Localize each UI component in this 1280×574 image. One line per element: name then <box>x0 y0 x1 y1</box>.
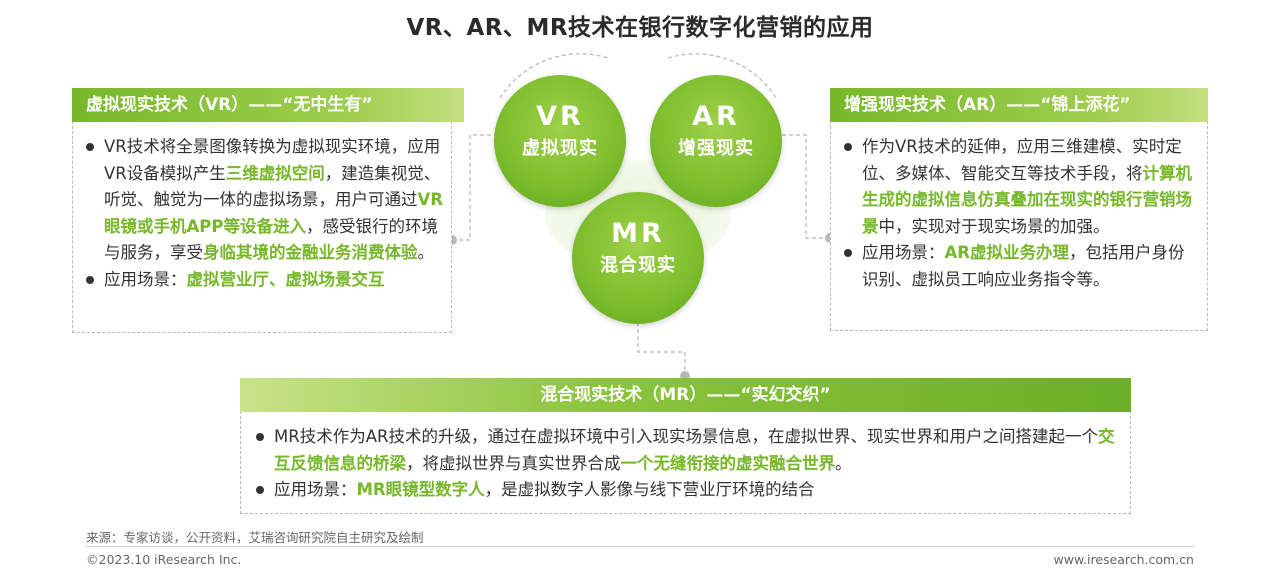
mr-panel-content: MR技术作为AR技术的升级，通过在虚拟环境中引入现实场景信息，在虚拟世界、现实世… <box>256 424 1122 504</box>
highlight-text: VR眼镜或手机APP等设备进入 <box>104 190 443 236</box>
mr-panel <box>240 411 1131 514</box>
body-text: ，建造集视觉、听觉、触觉为一体的虚拟场景，用户可通过 <box>104 163 441 210</box>
highlight-text: 交互反馈信息的桥梁 <box>274 427 1115 473</box>
ar-arc <box>667 53 777 99</box>
mr-circle-abbr: MR <box>611 218 665 249</box>
mr-circle: MR 混合现实 <box>572 192 704 324</box>
mr-bullet-1: MR技术作为AR技术的升级，通过在虚拟环境中引入现实场景信息，在虚拟世界、现实世… <box>256 424 1122 477</box>
source-note: 来源：专家访谈，公开资料，艾瑞咨询研究院自主研究及绘制 <box>86 530 424 545</box>
highlight-text: 一个无缝衔接的虚实融合世界 <box>620 453 836 473</box>
vr-connector <box>452 134 500 241</box>
body-text: ，将虚拟世界与真实世界合成 <box>406 453 621 473</box>
ar-circle-name: 增强现实 <box>678 138 754 159</box>
body-text: 中，实现对于现实场景的加强。 <box>878 216 1110 236</box>
ar-circle: AR 增强现实 <box>650 75 782 207</box>
copyright: ©2023.10 iResearch Inc. <box>86 552 242 567</box>
mr-bullet-2: 应用场景：MR眼镜型数字人，是虚拟数字人影像与线下营业厅环境的结合 <box>256 477 1122 504</box>
vr-circle-abbr: VR <box>536 101 584 132</box>
highlight-text: 虚拟营业厅、虚拟场景交互 <box>186 269 385 289</box>
ar-bullet-2: 应用场景：AR虚拟业务办理，包括用户身份识别、虚拟员工响应业务指令等。 <box>844 240 1196 293</box>
body-text: ，是虚拟数字人影像与线下营业厅环境的结合 <box>484 480 815 499</box>
vr-bullet-1: VR技术将全景图像转换为虚拟现实环境，应用VR设备模拟产生三维虚拟空间，建造集视… <box>86 134 448 267</box>
body-text: ，包括用户身份识别、虚拟员工响应业务指令等。 <box>862 243 1185 289</box>
highlight-text: 三维虚拟空间 <box>225 163 325 183</box>
body-text: 应用场景： <box>274 480 357 499</box>
ar-panel-header: 增强现实技术（AR）——“锦上添花” <box>830 88 1208 122</box>
highlight-text: 计算机生成的虚拟信息仿真叠加在现实的银行营销场景 <box>862 163 1192 236</box>
vr-arc <box>499 53 609 99</box>
vr-circle: VR 虚拟现实 <box>494 75 626 207</box>
body-text: 应用场景： <box>104 269 187 289</box>
mr-circle-name: 混合现实 <box>600 255 676 276</box>
highlight-text: AR虚拟业务办理 <box>944 243 1069 262</box>
vr-circle-name: 虚拟现实 <box>522 138 598 159</box>
page-title: VR、AR、MR技术在银行数字化营销的应用 <box>406 15 874 41</box>
body-text: 应用场景： <box>862 243 945 262</box>
website-url: www.iresearch.com.cn <box>1053 552 1195 567</box>
highlight-text: MR眼镜型数字人 <box>356 480 485 499</box>
body-text: VR技术将全景图像转换为虚拟现实环境，应用VR设备模拟产生 <box>104 137 441 183</box>
body-text: 作为VR技术的延伸，应用三维建模、实时定位、多媒体、智能交互等技术手段，将 <box>862 137 1182 183</box>
mr-panel-header: 混合现实技术（MR）——“实幻交织” <box>240 378 1131 412</box>
ar-panel <box>830 121 1208 331</box>
ar-panel-content: 作为VR技术的延伸，应用三维建模、实时定位、多媒体、智能交互等技术手段，将计算机… <box>844 134 1196 293</box>
vr-bullet-2: 应用场景：虚拟营业厅、虚拟场景交互 <box>86 267 448 294</box>
highlight-text: 身临其境的金融业务消费体验 <box>203 243 418 262</box>
body-text: MR技术作为AR技术的升级，通过在虚拟环境中引入现实场景信息，在虚拟世界、现实世… <box>274 427 1098 446</box>
ar-circle-abbr: AR <box>692 101 740 132</box>
ar-connector <box>778 134 830 239</box>
vr-panel-header: 虚拟现实技术（VR）——“无中生有” <box>72 88 464 122</box>
body-text: ，感受银行的环境与服务，享受 <box>104 216 438 263</box>
body-text: 。 <box>417 243 435 262</box>
body-text: 。 <box>835 453 852 473</box>
ar-bullet-1: 作为VR技术的延伸，应用三维建模、实时定位、多媒体、智能交互等技术手段，将计算机… <box>844 134 1196 240</box>
footer-divider <box>86 546 1194 547</box>
vr-panel-content: VR技术将全景图像转换为虚拟现实环境，应用VR设备模拟产生三维虚拟空间，建造集视… <box>86 134 448 293</box>
mr-connector <box>637 322 686 376</box>
